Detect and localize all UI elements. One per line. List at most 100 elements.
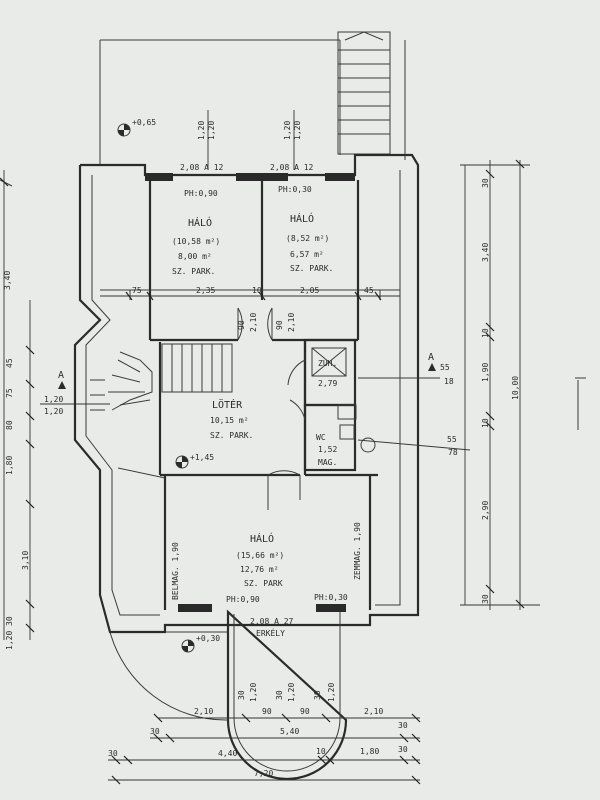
- room-4-floor: SZ. PARK: [244, 579, 283, 588]
- dim-top-small-3: 1,20: [283, 121, 292, 140]
- dim-bottom-h-3: 30: [275, 690, 284, 700]
- dim-right-misc-3: 55: [447, 435, 457, 444]
- window-label-top: 2,08 A 12: [180, 163, 224, 172]
- room-7-floor: MAG.: [318, 458, 337, 467]
- dim-left-2: 45: [5, 358, 14, 368]
- dim-bottom-r3-1: 30: [108, 749, 118, 758]
- room-7-name: WC: [316, 433, 326, 442]
- dim-top-small-2: 1,20: [207, 121, 216, 140]
- attic-left-label: BELMAG. 1,90: [171, 542, 180, 600]
- dim-right-7: 30: [481, 594, 490, 604]
- room-2-net: 6,57 m²: [290, 250, 324, 259]
- section-marker-right: A: [428, 352, 434, 363]
- dim-bottom-rows: 2,10 90 90 2,10 30 5,40 30 30 4,40 10 1,…: [108, 707, 421, 785]
- attic-right-label: ZEMMAG. 1,90: [353, 522, 362, 580]
- dim-door-2: 2,10: [249, 313, 258, 332]
- dim-bottom-h-4: 1,20: [287, 683, 296, 702]
- dim-door-3: 90: [275, 320, 284, 330]
- dim-top-small-4: 1,20: [293, 121, 302, 140]
- window-ph-a: PH:0,90: [184, 189, 218, 198]
- dim-right-6: 2,90: [481, 501, 490, 520]
- room-3-area: 10,15 m²: [210, 416, 249, 425]
- interior-stair: [90, 343, 233, 411]
- dim-right-1: 30: [481, 178, 490, 188]
- dim-bottom-r3-5: 30: [398, 745, 408, 754]
- room-1-gross: (10,58 m²): [172, 237, 220, 246]
- dim-right-5: 10: [481, 418, 490, 428]
- dim-bottom-r2-1: 30: [150, 727, 160, 736]
- dim-left-misc-1: 1,20: [44, 395, 63, 404]
- dim-right-misc-2: 18: [444, 377, 454, 386]
- window-labels: 2,08 A 12 2,08 A 12 PH:0,90 PH:0,30 PH:0…: [180, 163, 348, 626]
- dim-room-width-2: 2,35: [196, 286, 215, 295]
- level-markers: +0,65 +1,45 +0,30: [117, 118, 220, 653]
- room-5-name: ERKÉLY: [256, 627, 285, 638]
- dim-door-4: 2,10: [287, 313, 296, 332]
- dim-top-small-1: 1,20: [197, 121, 206, 140]
- dim-bottom-r2-2: 5,40: [280, 727, 299, 736]
- window-ph-d: PH:0,30: [314, 593, 348, 602]
- dim-left-misc-2: 1,20: [44, 407, 63, 416]
- sanitary-fixtures: [311, 347, 376, 453]
- level-top: +0,65: [132, 118, 156, 127]
- walls: [73, 153, 420, 634]
- window-label-balcony: 2,08 A 27: [250, 617, 294, 626]
- room-1-floor: SZ. PARK.: [172, 267, 215, 276]
- dim-left-4: 80: [5, 420, 14, 430]
- dim-doors: 90 2,10 90 2,10: [237, 313, 296, 332]
- dim-bottom-h-5: 30: [313, 690, 322, 700]
- dim-room-width-4: 2,05: [300, 286, 319, 295]
- dim-bottom-h-6: 1,20: [327, 683, 336, 702]
- dim-bottom-total: 7,20: [254, 769, 273, 778]
- room-4-net: 12,76 m²: [240, 565, 279, 574]
- dim-left-6: 3,10: [21, 551, 30, 570]
- dim-right-2: 3,40: [481, 243, 490, 262]
- paper-marks: [0, 179, 586, 430]
- dim-left-1: 3,40: [3, 271, 12, 290]
- dim-room-width-1: 75: [132, 286, 142, 295]
- dim-right-misc-1: 55: [440, 363, 450, 372]
- room-2-floor: SZ. PARK.: [290, 264, 333, 273]
- room-2-name: HÁLÓ: [290, 212, 314, 225]
- dim-bottom-r1-1: 2,10: [194, 707, 213, 716]
- dim-left-7: 1,20: [5, 631, 14, 650]
- room-3-floor: SZ. PARK.: [210, 431, 253, 440]
- dim-left-chain: 3,40 45 75 80 1,80 3,10 1,20 30 1,20 1,2…: [0, 170, 110, 650]
- dim-right-total: 10,00: [511, 376, 520, 400]
- section-marker-left: A: [58, 370, 64, 381]
- dim-bottom-r3-3: 10: [316, 747, 326, 756]
- dim-door-1: 90: [237, 320, 246, 330]
- room-labels: HÁLÓ (10,58 m²) 8,00 m² SZ. PARK. HÁLÓ (…: [172, 212, 337, 638]
- external-stair: [337, 31, 391, 155]
- room-7-area: 1,52: [318, 445, 337, 454]
- room-4-gross: (15,66 m²): [236, 551, 284, 560]
- dim-bottom-h-1: 30: [237, 690, 246, 700]
- dim-bottom-r3-4: 1,80: [360, 747, 379, 756]
- dim-left-5: 1,80: [5, 456, 14, 475]
- room-1-name: HÁLÓ: [188, 216, 212, 229]
- level-balcony: +0,30: [196, 634, 220, 643]
- dim-bottom-h-2: 1,20: [249, 683, 258, 702]
- dim-right-misc-4: 78: [448, 448, 458, 457]
- room-6-name: ZUH.: [318, 359, 337, 368]
- dim-left-8: 30: [5, 616, 14, 626]
- dim-bottom-r1-4: 2,10: [364, 707, 383, 716]
- dim-left-3: 75: [5, 388, 14, 398]
- dim-bottom-r1-2: 90: [262, 707, 272, 716]
- dim-bottom-heights: 30 1,20 30 1,20 30 1,20: [237, 683, 336, 702]
- dim-room-width-3: 10: [252, 286, 262, 295]
- dim-bottom-r2-3: 30: [398, 721, 408, 730]
- dim-room-width-5: 45: [364, 286, 374, 295]
- dim-bottom-r1-3: 90: [300, 707, 310, 716]
- dim-top-small: 1,20 1,20 1,20 1,20: [197, 110, 302, 170]
- window-label-top-2: 2,08 A 12: [270, 163, 314, 172]
- attic-labels: BELMAG. 1,90 ZEMMAG. 1,90: [171, 522, 362, 600]
- room-2-gross: (8,52 m²): [286, 234, 329, 243]
- room-6-area: 2,79: [318, 379, 337, 388]
- door-swings: [237, 307, 306, 510]
- window-ph-c: PH:0,90: [226, 595, 260, 604]
- windows: [145, 173, 355, 612]
- dim-right-chain: 30 3,40 10 1,90 10 2,90 30 10,00 55 18 5…: [440, 159, 540, 610]
- section-lines: [100, 289, 471, 479]
